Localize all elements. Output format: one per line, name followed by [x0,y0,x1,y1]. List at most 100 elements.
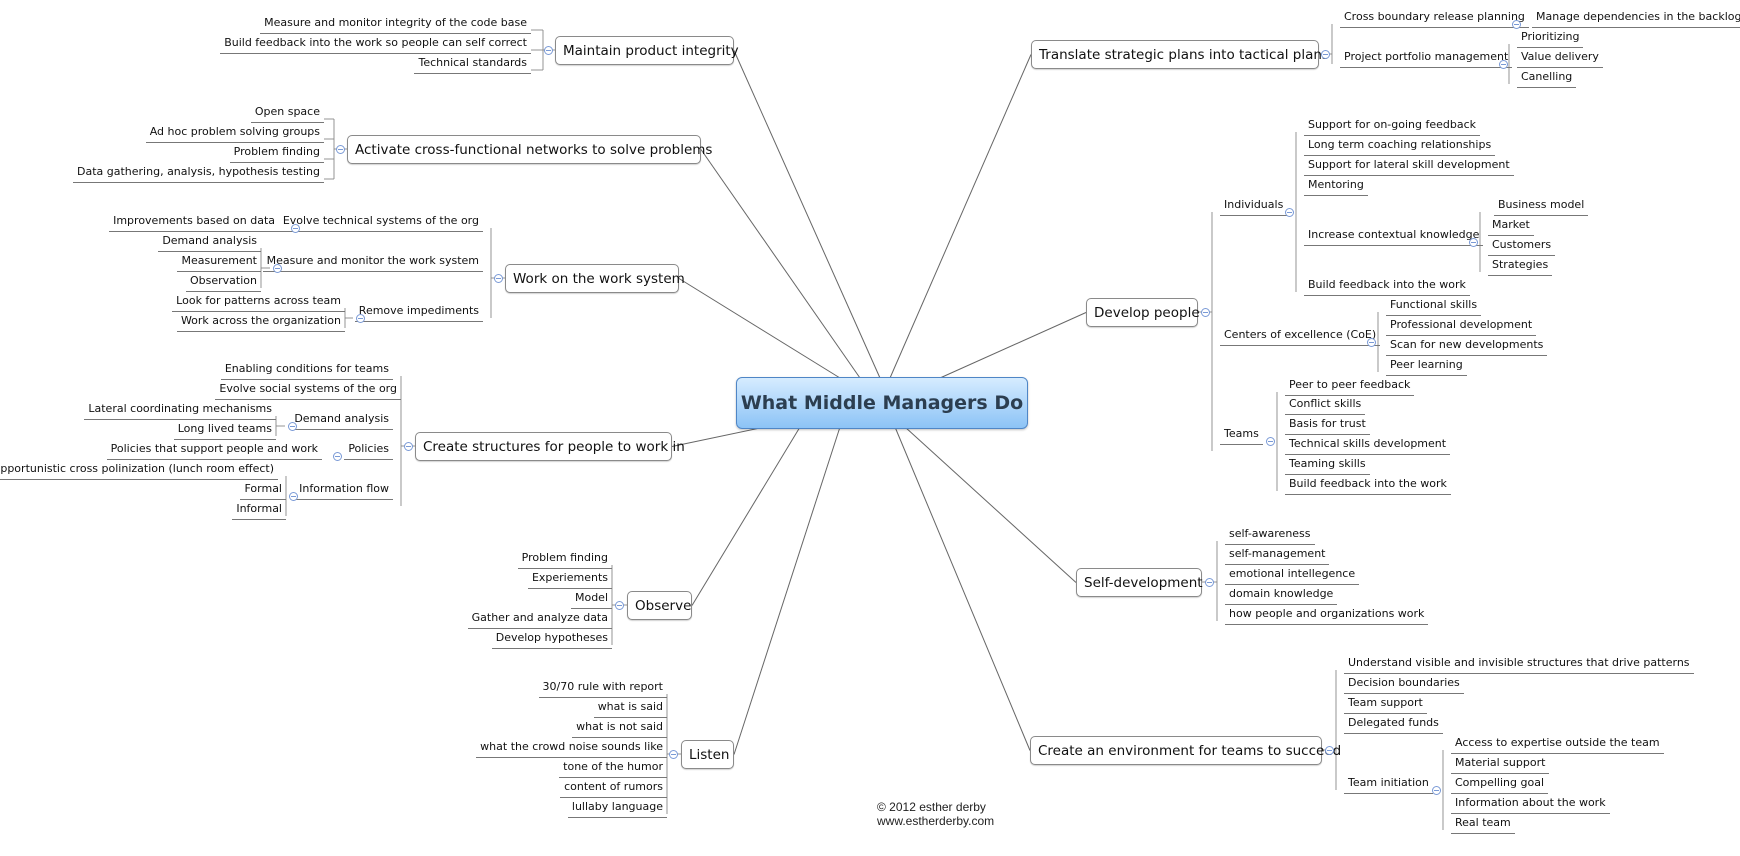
collapse-toggle-icon[interactable] [1432,786,1441,795]
topic-technical-skills-development[interactable]: Technical skills development [1285,437,1451,455]
topic-observation[interactable]: Observation [186,274,261,292]
topic-what-the-crowd-noise-sounds-like[interactable]: what the crowd noise sounds like [476,740,667,758]
topic-enabling-conditions-for-teams[interactable]: Enabling conditions for teams [220,362,393,380]
topic-mentoring[interactable]: Mentoring [1304,178,1368,196]
topic-support-for-on-going-feedback[interactable]: Support for on-going feedback [1304,118,1481,136]
topic-policies-that-support-people-and-work[interactable]: Policies that support people and work [106,442,322,460]
topic-scan-for-new-developments[interactable]: Scan for new developments [1386,338,1548,356]
main-topic-self-development[interactable]: Self-development [1076,568,1203,597]
topic-demand-analysis[interactable]: Demand analysis [158,234,261,252]
collapse-toggle-icon[interactable] [1499,60,1508,69]
collapse-toggle-icon[interactable] [1266,437,1275,446]
main-topic-create-structures-for-people-to-work-in[interactable]: Create structures for people to work in [415,432,685,461]
collapse-toggle-icon[interactable] [356,314,365,323]
topic-delegated-funds[interactable]: Delegated funds [1344,716,1443,734]
central-topic[interactable]: What Middle Managers Do [736,377,1028,429]
topic-lateral-coordinating-mechanisms[interactable]: Lateral coordinating mechanisms [84,402,276,420]
topic-build-feedback-into-the-work-so-people-c[interactable]: Build feedback into the work so people c… [220,36,531,54]
collapse-toggle-icon[interactable] [333,452,342,461]
topic-evolve-technical-systems-of-the-org[interactable]: Evolve technical systems of the org [278,214,483,232]
topic-build-feedback-into-the-work[interactable]: Build feedback into the work [1285,477,1451,495]
main-topic-create-an-environment-for-teams-to-succe[interactable]: Create an environment for teams to succe… [1030,736,1341,765]
topic-ad-hoc-problem-solving-groups[interactable]: Ad hoc problem solving groups [145,125,324,143]
collapse-toggle-icon[interactable] [1325,746,1334,755]
collapse-toggle-icon[interactable] [291,224,300,233]
topic-centers-of-excellence-coe[interactable]: Centers of excellence (CoE) [1220,328,1381,346]
topic-work-across-the-organization[interactable]: Work across the organization [176,314,345,332]
main-topic-listen[interactable]: Listen [681,740,734,769]
topic-strategies[interactable]: Strategies [1488,258,1553,276]
topic-team-initiation[interactable]: Team initiation [1344,776,1433,794]
topic-information-about-the-work[interactable]: Information about the work [1451,796,1610,814]
collapse-toggle-icon[interactable] [494,274,503,283]
collapse-toggle-icon[interactable] [289,492,298,501]
topic-remove-impediments[interactable]: Remove impediments [354,304,483,322]
topic-value-delivery[interactable]: Value delivery [1517,50,1603,68]
topic-tone-of-the-humor[interactable]: tone of the humor [559,760,667,778]
topic-project-portfolio-management[interactable]: Project portfolio management [1340,50,1513,68]
topic-self-awareness[interactable]: self-awareness [1225,527,1315,545]
topic-canelling[interactable]: Canelling [1517,70,1577,88]
topic-peer-learning[interactable]: Peer learning [1386,358,1467,376]
collapse-toggle-icon[interactable] [1201,308,1210,317]
topic-experiements[interactable]: Experiements [527,571,612,589]
collapse-toggle-icon[interactable] [615,601,624,610]
topic-long-lived-teams[interactable]: Long lived teams [173,422,276,440]
collapse-toggle-icon[interactable] [336,145,345,154]
topic-build-feedback-into-the-work[interactable]: Build feedback into the work [1304,278,1470,296]
topic-support-for-lateral-skill-development[interactable]: Support for lateral skill development [1304,158,1514,176]
topic-lullaby-language[interactable]: lullaby language [567,800,667,818]
topic-data-gathering-analysis-hypothesis-testi[interactable]: Data gathering, analysis, hypothesis tes… [73,165,324,183]
main-topic-maintain-product-integrity[interactable]: Maintain product integrity [555,36,739,65]
topic-measurement[interactable]: Measurement [177,254,261,272]
topic-understand-visible-and-invisible-structu[interactable]: Understand visible and invisible structu… [1344,656,1694,674]
topic-gather-and-analyze-data[interactable]: Gather and analyze data [467,611,612,629]
topic-policies[interactable]: Policies [344,442,393,460]
topic-individuals[interactable]: Individuals [1220,198,1288,216]
topic-open-space[interactable]: Open space [250,105,324,123]
topic-teams[interactable]: Teams [1220,427,1263,445]
topic-problem-finding[interactable]: Problem finding [517,551,612,569]
topic-develop-hypotheses[interactable]: Develop hypotheses [491,631,612,649]
topic-long-term-coaching-relationships[interactable]: Long term coaching relationships [1304,138,1496,156]
collapse-toggle-icon[interactable] [1367,338,1376,347]
topic-technical-standards[interactable]: Technical standards [414,56,531,74]
topic-teaming-skills[interactable]: Teaming skills [1285,457,1370,475]
topic-decision-boundaries[interactable]: Decision boundaries [1344,676,1464,694]
topic-look-for-patterns-across-team[interactable]: Look for patterns across team [172,294,345,312]
topic-opportunistic-cross-polinization-lunch-r[interactable]: Opportunistic cross polinization (lunch … [0,462,278,480]
main-topic-translate-strategic-plans-into-tactical-[interactable]: Translate strategic plans into tactical … [1031,40,1329,69]
topic-business-model[interactable]: Business model [1494,198,1589,216]
topic-self-management[interactable]: self-management [1225,547,1330,565]
topic-model[interactable]: Model [570,591,612,609]
topic-prioritizing[interactable]: Prioritizing [1517,30,1584,48]
topic-content-of-rumors[interactable]: content of rumors [560,780,667,798]
main-topic-work-on-the-work-system[interactable]: Work on the work system [505,264,685,293]
topic-cross-boundary-release-planning[interactable]: Cross boundary release planning [1340,10,1529,28]
topic-professional-development[interactable]: Professional development [1386,318,1537,336]
topic-demand-analysis[interactable]: Demand analysis [290,412,393,430]
topic-informal[interactable]: Informal [232,502,286,520]
topic-evolve-social-systems-of-the-org[interactable]: Evolve social systems of the org [215,382,401,400]
collapse-toggle-icon[interactable] [669,750,678,759]
collapse-toggle-icon[interactable] [404,442,413,451]
topic-what-is-not-said[interactable]: what is not said [572,720,667,738]
topic-market[interactable]: Market [1488,218,1534,236]
topic-real-team[interactable]: Real team [1451,816,1515,834]
topic-what-is-said[interactable]: what is said [593,700,667,718]
topic-30-70-rule-with-report[interactable]: 30/70 rule with report [538,680,667,698]
topic-manage-dependencies-in-the-backlog[interactable]: Manage dependencies in the backlog [1532,10,1740,28]
topic-customers[interactable]: Customers [1488,238,1556,256]
topic-how-people-and-organizations-work[interactable]: how people and organizations work [1225,607,1429,625]
topic-problem-finding[interactable]: Problem finding [229,145,324,163]
topic-team-support[interactable]: Team support [1344,696,1427,714]
topic-improvements-based-on-data[interactable]: Improvements based on data [109,214,279,232]
topic-formal[interactable]: Formal [240,482,286,500]
topic-information-flow[interactable]: Information flow [295,482,393,500]
collapse-toggle-icon[interactable] [273,264,282,273]
collapse-toggle-icon[interactable] [1512,20,1521,29]
topic-increase-contextual-knowledge[interactable]: Increase contextual knowledge [1304,228,1484,246]
topic-peer-to-peer-feedback[interactable]: Peer to peer feedback [1285,378,1415,396]
topic-emotional-intellegence[interactable]: emotional intellegence [1225,567,1360,585]
topic-measure-and-monitor-integrity-of-the-cod[interactable]: Measure and monitor integrity of the cod… [260,16,531,34]
